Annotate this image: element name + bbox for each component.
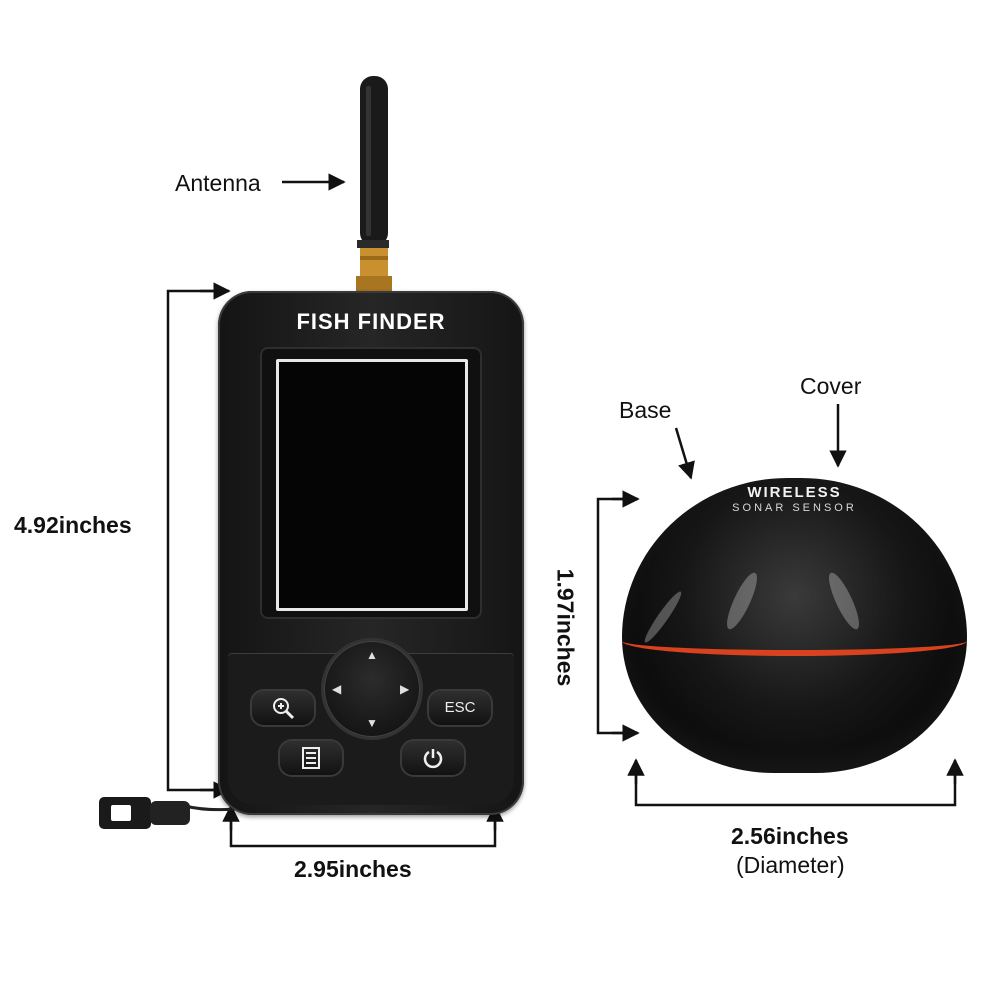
fish-finder-device: FISH FINDER ▲ ▼ ◀ ▶ ESC bbox=[218, 291, 524, 815]
base-label: Base bbox=[619, 397, 672, 423]
sensor-diameter-label: 2.56inches bbox=[731, 823, 849, 849]
display-screen bbox=[276, 359, 468, 611]
menu-button[interactable] bbox=[280, 741, 342, 775]
device-brand-label: FISH FINDER bbox=[296, 309, 446, 334]
up-arrow-icon[interactable]: ▲ bbox=[366, 648, 378, 662]
down-arrow-icon[interactable]: ▼ bbox=[366, 716, 378, 730]
base-callout-arrow bbox=[674, 427, 695, 480]
right-arrow-icon[interactable]: ▶ bbox=[400, 682, 410, 696]
sensor-highlight bbox=[823, 569, 865, 633]
sensor-highlight bbox=[721, 569, 763, 633]
sensor-orange-band bbox=[622, 626, 967, 656]
power-button[interactable] bbox=[402, 741, 464, 775]
screen-bezel bbox=[260, 347, 482, 619]
zoom-button[interactable] bbox=[252, 691, 314, 725]
sensor-label-wireless: WIRELESS bbox=[747, 484, 842, 501]
wireless-sonar-sensor: WIRELESS SONAR SENSOR bbox=[622, 478, 967, 773]
device-height-label: 4.92inches bbox=[14, 512, 132, 538]
sensor-label-sonar: SONAR SENSOR bbox=[732, 502, 857, 514]
cover-label: Cover bbox=[800, 373, 862, 399]
left-arrow-icon[interactable]: ◀ bbox=[332, 682, 342, 696]
esc-button[interactable]: ESC bbox=[429, 691, 491, 725]
sensor-height-label: 1.97inches bbox=[552, 568, 579, 687]
sensor-diameter-note: (Diameter) bbox=[736, 852, 845, 878]
zoom-in-icon bbox=[273, 698, 295, 720]
sensor-height-dimension bbox=[596, 490, 640, 742]
power-icon bbox=[423, 749, 443, 769]
menu-icon bbox=[302, 747, 320, 769]
direction-pad[interactable]: ▲ ▼ ◀ ▶ bbox=[324, 641, 420, 737]
antenna bbox=[356, 76, 392, 292]
antenna-label: Antenna bbox=[175, 170, 261, 196]
device-width-label: 2.95inches bbox=[294, 856, 412, 882]
sensor-diameter-dimension bbox=[627, 758, 964, 807]
